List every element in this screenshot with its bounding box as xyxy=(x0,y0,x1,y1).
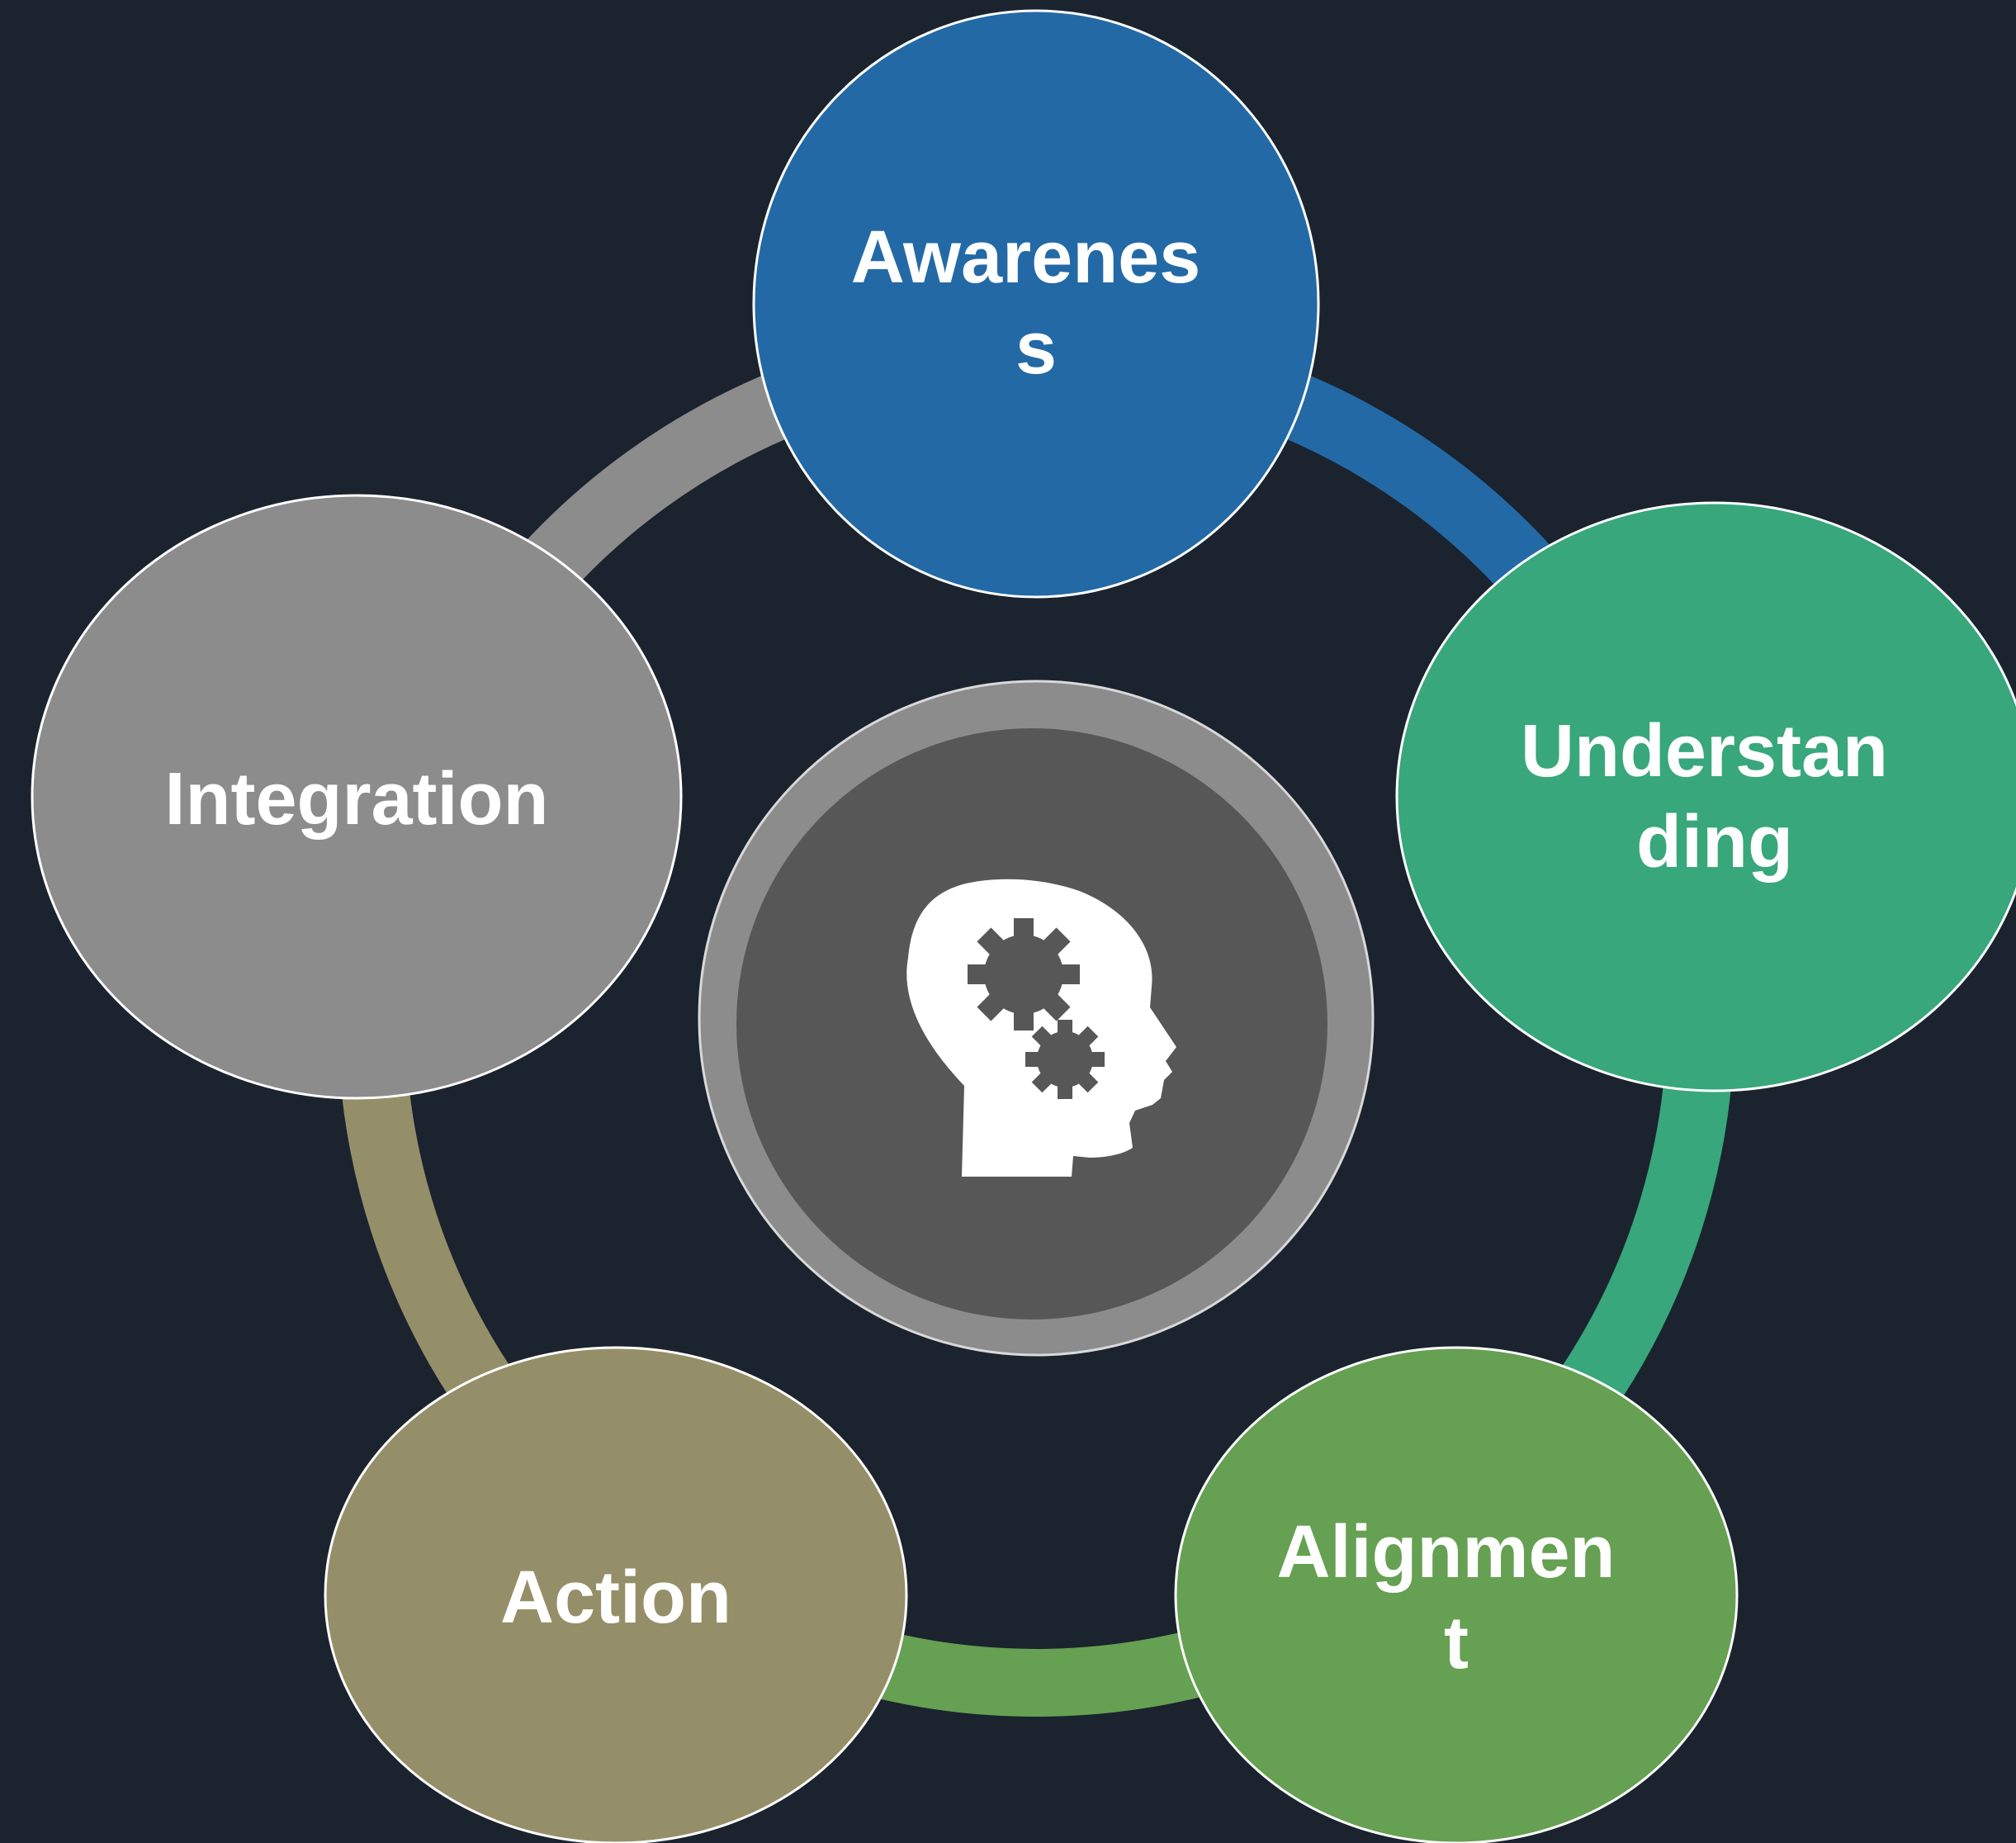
node-action-circle xyxy=(324,1346,908,1843)
node-integration-circle xyxy=(31,494,683,1100)
center-hub xyxy=(698,680,1375,1357)
node-awareness-label-line-1: Awarenes xyxy=(851,216,1201,299)
svg-text:Alignmen t: Alignmen t xyxy=(1276,1511,1635,1684)
node-integration: Integration xyxy=(31,494,683,1100)
gear-small-icon xyxy=(1025,1020,1105,1099)
node-alignment: Alignmen t xyxy=(1174,1346,1739,1843)
node-alignment-label-line-1: Alignmen xyxy=(1276,1511,1615,1594)
node-understanding: Understan ding xyxy=(1395,501,2016,1092)
head-with-gears-icon xyxy=(906,879,1176,1177)
node-understanding-circle xyxy=(1395,501,2016,1092)
node-awareness-circle xyxy=(752,9,1320,599)
svg-text:Integration: Integration xyxy=(165,758,549,841)
node-understanding-label-line-2: ding xyxy=(1636,801,1793,884)
node-alignment-label-line-2: t xyxy=(1444,1602,1469,1684)
svg-text:Action: Action xyxy=(500,1556,731,1639)
svg-text:Awarenes s: Awarenes s xyxy=(851,216,1222,390)
node-understanding-label-line-1: Understan xyxy=(1521,710,1888,793)
node-action: Action xyxy=(324,1346,908,1843)
node-integration-label: Integration xyxy=(165,758,549,841)
gear-large-icon xyxy=(968,918,1080,1030)
svg-text:Understan ding: Understan ding xyxy=(1521,710,1909,884)
node-alignment-circle xyxy=(1174,1346,1739,1843)
node-action-label: Action xyxy=(500,1556,731,1639)
node-awareness-label-line-2: s xyxy=(1015,307,1057,390)
node-awareness: Awarenes s xyxy=(752,9,1320,599)
